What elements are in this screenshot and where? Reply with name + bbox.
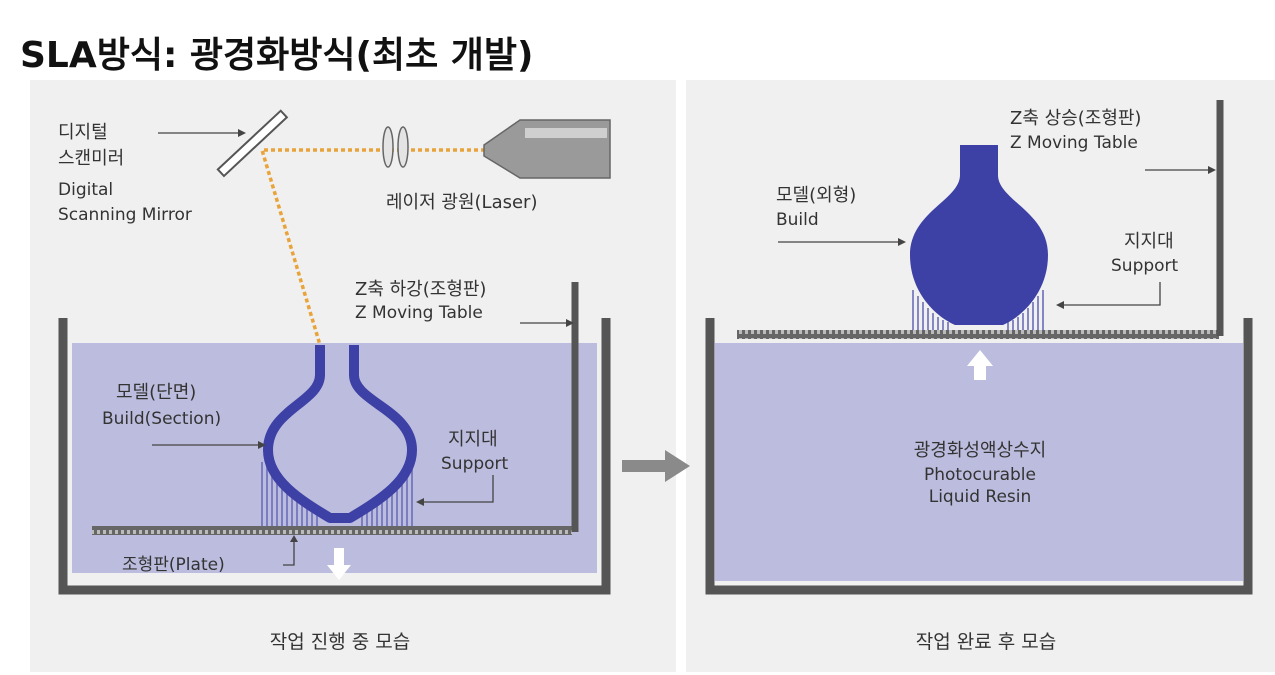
right-tank xyxy=(705,318,1253,595)
page-title: SLA방식: 광경화방식(최초 개발) xyxy=(20,35,534,76)
left-caption: 작업 진행 중 모습 xyxy=(270,631,410,653)
down-arrow-icon xyxy=(327,548,351,580)
right-plate xyxy=(737,330,1219,339)
arrowhead xyxy=(898,238,906,246)
left-build-label-ko: 모델(단면) xyxy=(116,382,196,403)
arrowhead xyxy=(1056,301,1064,309)
right-stage: Z축 상승(조형판) Z Moving Table 모델(외형) Build 지… xyxy=(705,100,1253,653)
laser-beam xyxy=(259,148,485,346)
lens-icon xyxy=(397,126,409,168)
right-caption: 작업 완료 후 모습 xyxy=(916,631,1056,653)
plate-label: 조형판(Plate) xyxy=(122,555,225,575)
left-stage: 디지털 스캔미러 Digital Scanning Mirror 레이저 광원(… xyxy=(58,109,611,653)
right-support-label-en: Support xyxy=(1111,256,1179,276)
resin-label-en-1: Photocurable xyxy=(924,465,1036,485)
right-support xyxy=(912,290,1044,330)
mirror-label-en-1: Digital xyxy=(58,180,113,200)
left-support-leader xyxy=(424,475,494,503)
scanning-mirror-icon xyxy=(216,109,289,178)
resin-label-en-2: Liquid Resin xyxy=(929,487,1032,507)
right-build xyxy=(910,145,1048,325)
right-z-label-en: Z Moving Table xyxy=(1010,133,1138,153)
left-build-section xyxy=(263,345,417,523)
arrowhead xyxy=(258,441,266,449)
left-support xyxy=(261,462,413,527)
resin-label-ko: 광경화성액상수지 xyxy=(914,440,1046,461)
right-z-label-ko: Z축 상승(조형판) xyxy=(1010,108,1141,129)
lens-icon xyxy=(382,126,394,168)
left-z-label-en: Z Moving Table xyxy=(355,303,483,323)
right-support-leader xyxy=(1064,282,1161,306)
left-z-label-ko: Z축 하강(조형판) xyxy=(355,279,486,300)
arrowhead xyxy=(290,535,298,542)
right-build-label-ko: 모델(외형) xyxy=(776,185,856,206)
right-arrow-icon xyxy=(622,450,690,482)
arrowhead xyxy=(1208,166,1216,174)
arrowhead xyxy=(238,129,246,137)
left-build-label-en: Build(Section) xyxy=(102,409,221,429)
left-support-label-ko: 지지대 xyxy=(448,429,498,450)
left-support-label-en: Support xyxy=(441,454,509,474)
arrowhead xyxy=(566,319,574,327)
left-tank xyxy=(58,318,611,595)
mirror-label-ko-2: 스캔미러 xyxy=(58,148,124,169)
right-resin xyxy=(715,343,1243,581)
mirror-label-en-2: Scanning Mirror xyxy=(58,205,192,225)
arrowhead xyxy=(416,498,424,506)
up-arrow-icon xyxy=(967,350,993,380)
laser-source-highlight xyxy=(525,128,607,138)
laser-label: 레이저 광원(Laser) xyxy=(386,192,537,213)
left-resin xyxy=(72,343,597,573)
right-build-label-en: Build xyxy=(776,210,819,230)
plate-leader xyxy=(283,540,295,566)
mirror-label-ko-1: 디지털 xyxy=(58,122,108,143)
right-support-label-ko: 지지대 xyxy=(1124,231,1174,252)
left-plate xyxy=(92,526,572,535)
